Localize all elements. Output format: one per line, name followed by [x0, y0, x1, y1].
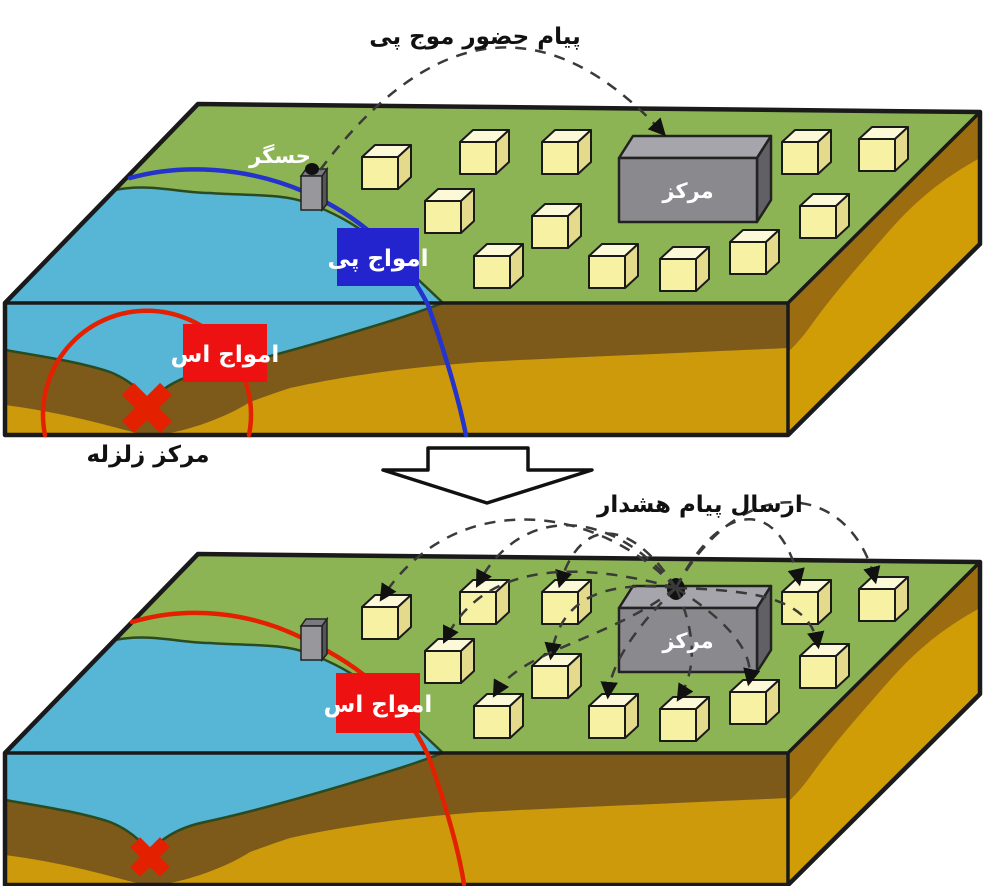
- sensor-label: حسگر: [248, 143, 311, 168]
- epicenter-label: مرکز زلزله: [86, 442, 209, 468]
- p-waves-label-text: امواج پی: [328, 246, 429, 272]
- s-waves-label: امواج اس: [324, 673, 433, 733]
- center-building-label: مرکز: [661, 179, 713, 203]
- bottom-scene: امواج اس مرکز ارسال پیام هشدار: [5, 492, 980, 886]
- transition-down-arrow-icon: [381, 446, 594, 505]
- top-scene: امواج پی امواج اس حسگر مرکز مرکز زلزله پ…: [5, 24, 980, 468]
- epicenter-x-icon: [121, 382, 173, 434]
- warning-message-label: ارسال پیام هشدار: [596, 492, 803, 518]
- warning-broadcast-paths: [379, 501, 881, 702]
- epicenter-x-icon: [130, 837, 170, 877]
- p-wave-message-label: پیام حضور موج پی: [369, 24, 581, 50]
- s-waves-label: امواج اس: [171, 324, 280, 382]
- s-waves-label-text: امواج اس: [324, 692, 433, 718]
- center-building-label: مرکز: [661, 629, 713, 653]
- p-waves-label: امواج پی: [328, 228, 429, 286]
- s-waves-label-text: امواج اس: [171, 342, 280, 368]
- sensor-to-center-message-path: [319, 46, 666, 171]
- sensor-antenna-dot-icon: [305, 163, 319, 175]
